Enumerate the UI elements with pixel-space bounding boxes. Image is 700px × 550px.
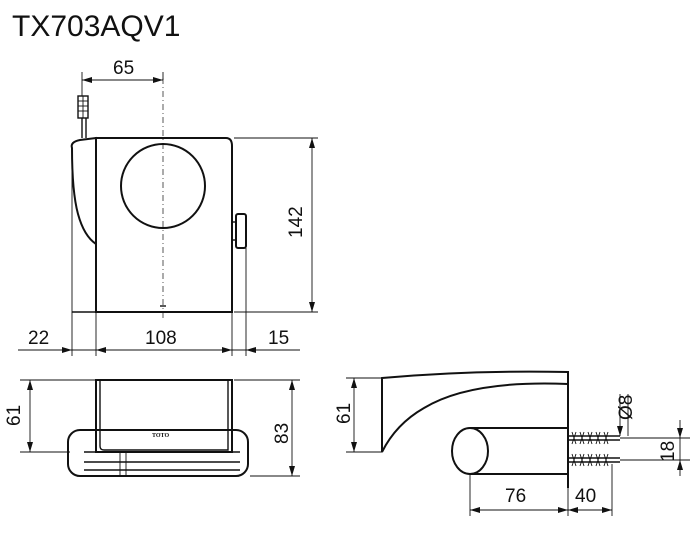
dim-40-label: 40 [575, 486, 596, 507]
dim-22-label: 22 [28, 328, 49, 349]
dim-bottom-row: 22 108 15 [18, 248, 300, 356]
dim-phi8-label: Ø8 [616, 395, 637, 420]
dim-15-label: 15 [268, 328, 289, 349]
model-title: TX703AQV1 [12, 10, 180, 43]
dim-61-left: 61 [4, 379, 96, 453]
dim-142-label: 142 [286, 206, 307, 238]
dim-83: 83 [234, 379, 300, 477]
dim-76-label: 76 [505, 486, 526, 507]
front-view [70, 78, 247, 318]
roller-end [451, 427, 489, 475]
top-view: TOTO [67, 379, 249, 477]
dim-83-label: 83 [272, 423, 293, 444]
dim-108-label: 108 [145, 328, 177, 349]
dim-18-label: 18 [658, 441, 679, 462]
dim-65: 65 [81, 58, 164, 96]
dim-76-40: 76 40 [469, 464, 613, 516]
dim-61-right-label: 61 [334, 403, 355, 424]
dim-18: 18 [620, 420, 690, 476]
dim-61-right: 61 [334, 377, 382, 453]
dim-65-label: 65 [113, 58, 134, 79]
roller [67, 429, 249, 477]
brand-logo: TOTO [152, 433, 169, 439]
side-view [381, 370, 620, 488]
side-knob [235, 213, 247, 249]
dim-142: 142 [234, 137, 318, 313]
dim-phi8: Ø8 [616, 394, 637, 436]
dim-61-left-label: 61 [4, 405, 25, 426]
